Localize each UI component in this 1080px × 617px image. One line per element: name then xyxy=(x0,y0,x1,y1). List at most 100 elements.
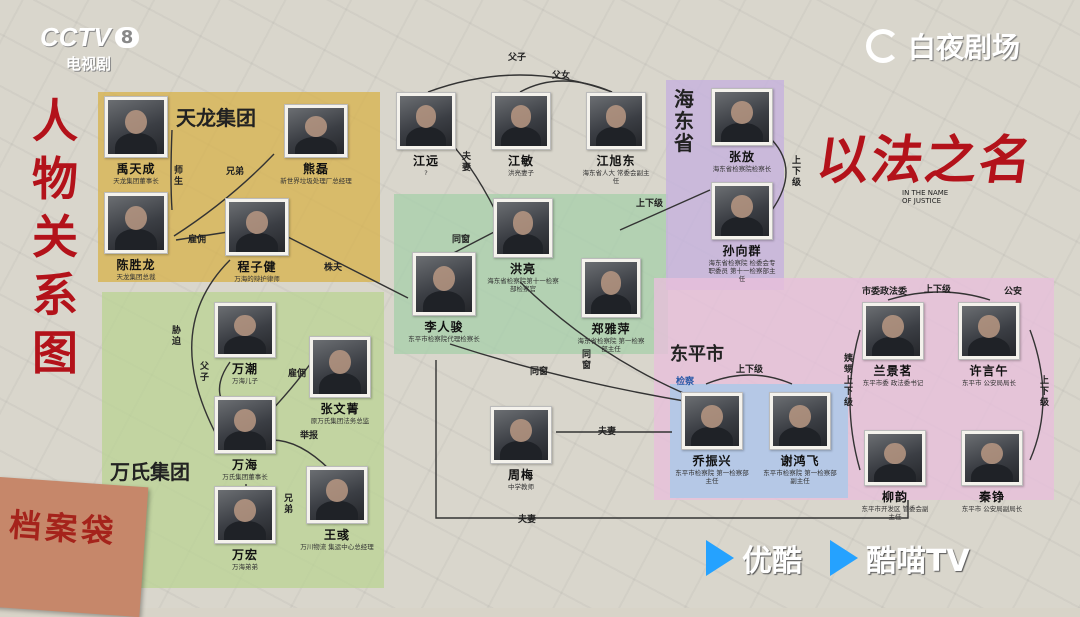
person-name: 江旭东 xyxy=(596,154,636,168)
person-title: 东平市检察院代理检察长 xyxy=(408,335,480,343)
youku-icon xyxy=(706,540,734,576)
portrait xyxy=(214,396,276,454)
portrait xyxy=(711,182,773,240)
platform-logos: 优酷 酷喵TV xyxy=(706,536,970,580)
portrait xyxy=(214,486,276,544)
person-card-zheng[interactable]: 郑雅萍 海东省检察院 第一检察部主任 xyxy=(576,258,646,353)
person-title: 海东省人大 常委会副主任 xyxy=(582,169,650,185)
rel-shangxia-pol: 上下级 xyxy=(924,285,952,295)
rel-shangxia-hd2: 上下级 xyxy=(792,156,802,188)
line-zhuzhi xyxy=(281,233,409,299)
group-label-party: 市委政法委 xyxy=(862,287,908,297)
portrait xyxy=(493,198,553,258)
main-title-char: 图 xyxy=(32,326,78,380)
person-card-wanhai[interactable]: 万海 万氏集团董事长 xyxy=(212,396,278,481)
person-title: 中学教师 xyxy=(508,483,534,491)
show-title-cn: 以法之名 xyxy=(813,130,1038,191)
kumiao-icon xyxy=(830,540,858,576)
portrait xyxy=(104,192,168,254)
main-title-char: 关 xyxy=(32,210,78,264)
person-title: 海东省检察院 第一检察部主任 xyxy=(577,337,645,353)
portrait xyxy=(284,104,348,158)
person-card-hongliang[interactable]: 洪亮 海东省检察院第十一检察部检察官 xyxy=(486,198,560,293)
main-title-char: 人 xyxy=(32,94,78,148)
line-shangxia-pol xyxy=(887,291,991,301)
person-card-qin[interactable]: 秦铮 东平市 公安局副局长 xyxy=(956,430,1028,513)
line-tongxiang xyxy=(449,343,691,403)
portrait xyxy=(412,252,476,316)
person-title: 万海的辩护律师 xyxy=(234,275,280,283)
line-fuqi-bottom xyxy=(435,360,909,519)
person-card-jiangmin[interactable]: 江敏 洪亮妻子 xyxy=(490,92,552,177)
line-xiepo xyxy=(191,259,231,439)
portrait xyxy=(225,198,289,256)
group-label-police: 公安 xyxy=(1004,287,1023,297)
studio-icon xyxy=(866,29,900,63)
person-card-sun[interactable]: 孙向群 海东省检察院 检委会专职委员 第十一检察部主任 xyxy=(706,182,778,283)
person-card-cheng[interactable]: 程子健 万海的辩护律师 xyxy=(222,198,292,283)
person-card-qiao[interactable]: 乔振兴 东平市检察院 第一检察部主任 xyxy=(674,392,750,485)
rel-shisheng: 师生 xyxy=(174,166,184,187)
person-name: 万海 xyxy=(231,458,258,472)
person-title: 东平市 公安局局长 xyxy=(961,379,1017,387)
line-shisheng xyxy=(170,129,173,211)
portrait xyxy=(711,88,773,146)
person-title: 海东省检察院检察长 xyxy=(712,165,772,173)
portrait xyxy=(214,302,276,358)
person-card-lan[interactable]: 兰景茗 东平市委 政法委书记 xyxy=(860,302,926,387)
rel-xiongdi1: 兄弟 xyxy=(226,167,245,177)
rel-fuqi-h: 夫妻 xyxy=(462,152,472,173)
show-title-en2: OF JUSTICE xyxy=(902,197,942,205)
person-card-wanhong[interactable]: 万宏 万海弟弟 xyxy=(212,486,278,571)
person-card-zhoumei[interactable]: 周梅 中学教师 xyxy=(490,406,552,491)
portrait xyxy=(581,258,641,318)
person-card-liu[interactable]: 柳韵 东平市开发区 管委会副主任 xyxy=(860,430,930,521)
person-name: 兰景茗 xyxy=(873,364,913,378)
rel-shangxia-hd: 上下级 xyxy=(636,199,664,209)
person-card-xu[interactable]: 许言午 东平市 公安局局长 xyxy=(956,302,1022,387)
person-card-wanchao[interactable]: 万潮 万海儿子 xyxy=(212,302,278,385)
person-title: 东平市开发区 管委会副主任 xyxy=(861,505,929,521)
person-card-yu[interactable]: 禹天成 天龙集团董事长 xyxy=(104,96,168,185)
line-shangxia-dp xyxy=(705,374,793,385)
person-title: 万海儿子 xyxy=(232,377,258,385)
line-jubao xyxy=(271,439,331,471)
group-label-haidong: 海东省 xyxy=(674,87,694,155)
portrait xyxy=(681,392,743,450)
person-name: 熊磊 xyxy=(302,162,329,176)
person-title: 万氏集团董事长 xyxy=(222,473,268,481)
portrait xyxy=(961,430,1023,486)
rel-tongchuang1: 同窗 xyxy=(452,235,471,245)
person-card-chen[interactable]: 陈胜龙 天龙集团总裁 xyxy=(104,192,168,281)
cctv-text: CCTV xyxy=(40,22,111,52)
show-title-en1: IN THE NAME xyxy=(902,189,949,197)
person-title: 天龙集团董事长 xyxy=(113,177,159,185)
group-label-dongping: 东平市 xyxy=(670,344,724,365)
kumiao-label: 酷喵TV xyxy=(866,544,970,579)
channel-number: 8 xyxy=(114,27,140,48)
portrait xyxy=(396,92,456,150)
person-card-wangyu[interactable]: 王彧 万川物流 集运中心总经理 xyxy=(300,466,374,551)
person-card-xiong[interactable]: 熊磊 新世界垃圾处理厂总经理 xyxy=(266,104,366,185)
person-card-jiangxu[interactable]: 江旭东 海东省人大 常委会副主任 xyxy=(582,92,650,185)
person-card-zhang-wq[interactable]: 张文菁 原万氏集团法务总监 xyxy=(300,336,380,425)
group-label-tianlong: 天龙集团 xyxy=(176,106,256,130)
person-card-li[interactable]: 李人骏 东平市检察院代理检察长 xyxy=(396,252,492,343)
line-tongchuang2 xyxy=(519,281,701,401)
person-name: 孙向群 xyxy=(722,244,762,258)
main-title-char: 系 xyxy=(32,268,78,322)
person-title: 万海弟弟 xyxy=(232,563,258,571)
person-name: 洪亮 xyxy=(509,262,536,276)
studio-logo: 白夜剧场 xyxy=(866,26,1020,66)
person-title: 东平市检察院 第一检察部副主任 xyxy=(763,469,837,485)
rel-shangxia-dp: 上下级 xyxy=(736,365,764,375)
person-card-zhangfang[interactable]: 张放 海东省检察院检察长 xyxy=(706,88,778,173)
person-card-xie[interactable]: 谢鸿飞 东平市检察院 第一检察部副主任 xyxy=(760,392,840,485)
rel-shangxia-right: 上下级 xyxy=(1040,376,1050,408)
rel-tongchuang2: 同窗 xyxy=(582,350,592,371)
person-card-jiangyuan[interactable]: 江远 ? xyxy=(396,92,456,177)
cctv-logo: CCTV 8 电视剧 xyxy=(40,22,140,74)
person-name: 许言午 xyxy=(969,364,1009,378)
person-name: 万宏 xyxy=(231,548,258,562)
youku-label: 优酷 xyxy=(742,544,802,579)
